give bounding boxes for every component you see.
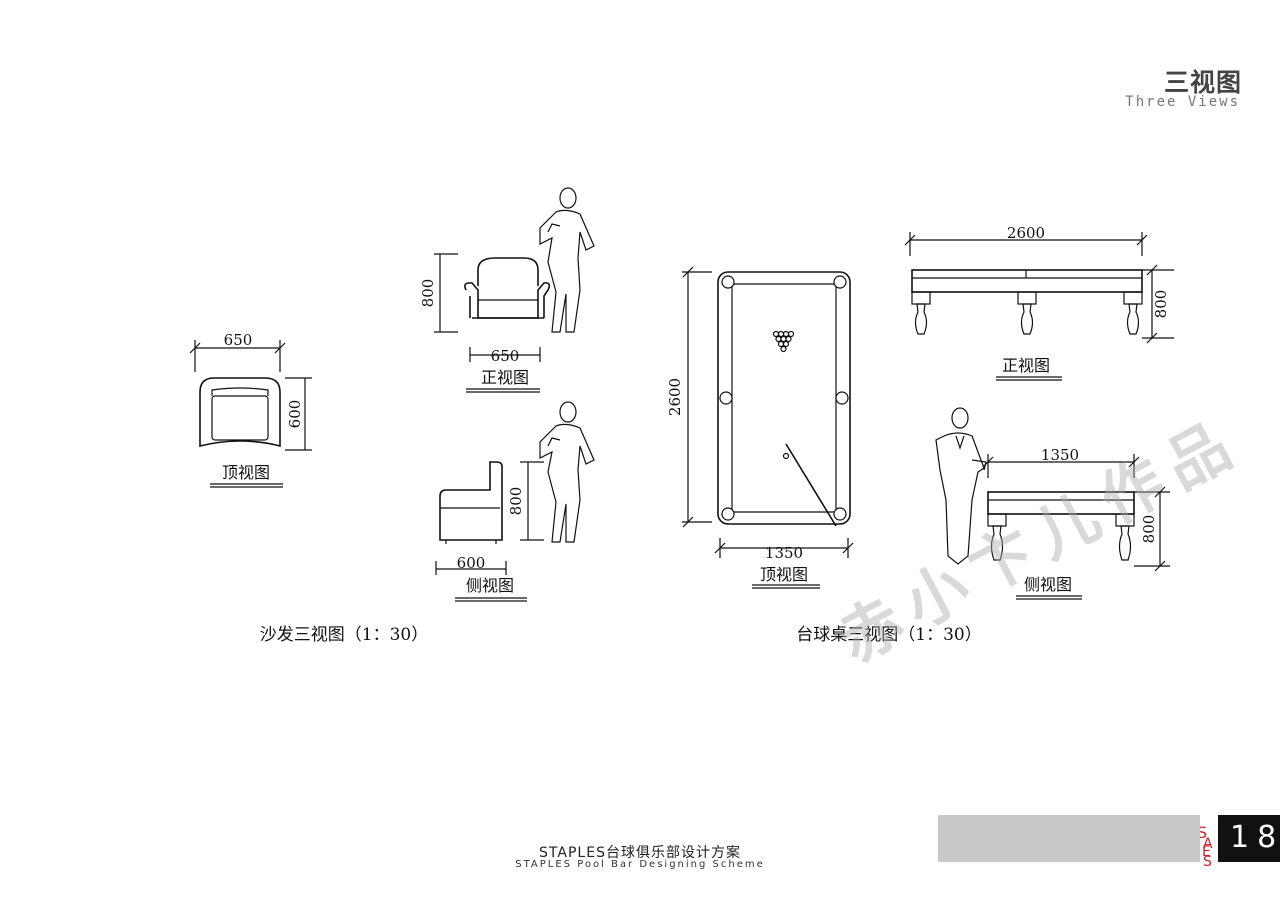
sofa-side-view-label: 侧视图 (466, 576, 514, 595)
footer-title-cn: STAPLES台球俱乐部设计方案 (539, 845, 741, 861)
page-title-cn: 三视图 (1163, 68, 1242, 97)
cue-stick (785, 443, 837, 527)
sofa-side-view: 800 600 侧视图 (435, 461, 544, 602)
pool-table-front-view: 2600 800 正视图 (904, 224, 1174, 381)
pool-front-length-dim: 2600 (1007, 224, 1045, 242)
pool-top-width-dim: 1350 (765, 544, 803, 562)
pool-front-height-dim: 800 (1152, 290, 1170, 319)
human-figure-woman-1 (539, 187, 595, 333)
svg-text:S: S (1197, 823, 1207, 842)
footer-black-bar (1218, 815, 1280, 862)
pool-top-view-label: 顶视图 (760, 565, 808, 584)
sofa-top-view: 650 600 顶视图 (189, 331, 312, 488)
page-title-en: Three Views (1125, 94, 1240, 110)
pool-side-view-label: 侧视图 (1024, 575, 1072, 594)
svg-text:A: A (1203, 836, 1213, 852)
sofa-side-height-dim: 800 (507, 487, 525, 516)
human-figure-man (935, 407, 987, 565)
sofa-side-depth-dim: 600 (457, 554, 486, 572)
svg-text:S: S (1203, 854, 1212, 870)
pool-table-side-view: 1350 800 侧视图 (982, 446, 1170, 600)
sofa-front-height-dim: 800 (419, 279, 437, 308)
human-figure-woman-2 (539, 401, 595, 543)
sofa-front-view-label: 正视图 (481, 368, 529, 387)
footer-title-en: STAPLES Pool Bar Designing Scheme (515, 859, 765, 870)
sofa-front-width-dim: 650 (491, 347, 520, 365)
pool-table-top-view: 2600 1350 顶视图 (666, 266, 854, 589)
pool-side-height-dim: 800 (1140, 515, 1158, 544)
sofa-three-views-caption: 沙发三视图（1：30） (260, 625, 428, 645)
sofa-top-view-label: 顶视图 (222, 463, 270, 482)
ball-rack-triangle (772, 330, 795, 353)
svg-text:E: E (1202, 844, 1211, 860)
pool-side-width-dim: 1350 (1041, 446, 1079, 464)
svg-text:P: P (1214, 838, 1221, 852)
pool-table-three-views-caption: 台球桌三视图（1：30） (796, 625, 981, 645)
sofa-top-depth-dim: 600 (286, 400, 304, 429)
pool-top-length-dim: 2600 (666, 378, 684, 416)
sofa-front-view: 800 650 正视图 (419, 253, 551, 393)
footer-grey-bar (938, 815, 1200, 862)
page-number: 18 (1230, 820, 1280, 855)
pool-front-view-label: 正视图 (1002, 356, 1050, 375)
sofa-top-width-dim: 650 (224, 331, 253, 349)
